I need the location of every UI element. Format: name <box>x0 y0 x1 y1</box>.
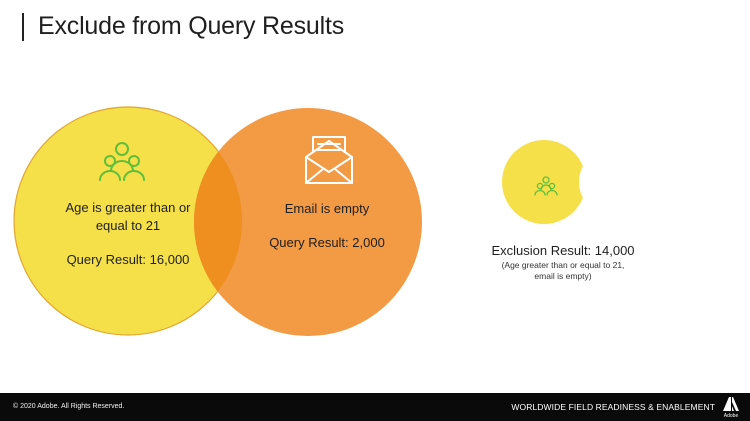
email-query-result: Query Result: 2,000 <box>269 235 385 250</box>
exclusion-note-line2: email is empty) <box>534 271 592 281</box>
age-condition-line2: equal to 21 <box>95 218 161 233</box>
age-condition-line1: Age is greater than or <box>65 200 191 215</box>
title-divider <box>22 13 24 41</box>
slide-title: Exclude from Query Results <box>38 12 345 40</box>
footer-tagline: WORLDWIDE FIELD READINESS & ENABLEMENT <box>511 402 715 412</box>
circle-email-condition <box>194 108 422 336</box>
people-icon <box>99 142 145 181</box>
email-condition-label: Email is empty <box>284 201 370 216</box>
footer-bar: © 2020 Adobe. All Rights Reserved. WORLD… <box>0 393 750 421</box>
people-icon <box>534 176 558 196</box>
adobe-logo: Adobe <box>722 397 740 419</box>
age-condition-label: Age is greater than or equal to 21 <box>52 199 204 235</box>
age-query-result: Query Result: 16,000 <box>66 252 190 267</box>
adobe-logo-icon <box>723 397 739 411</box>
venn-diagram <box>13 106 586 336</box>
envelope-icon <box>305 136 353 184</box>
exclusion-note: (Age greater than or equal to 21, email … <box>488 260 638 282</box>
exclusion-result: Exclusion Result: 14,000 <box>491 243 635 258</box>
copyright-text: © 2020 Adobe. All Rights Reserved. <box>13 403 125 410</box>
exclusion-note-line1: (Age greater than or equal to 21, <box>501 260 625 270</box>
adobe-logo-word: Adobe <box>723 413 739 419</box>
